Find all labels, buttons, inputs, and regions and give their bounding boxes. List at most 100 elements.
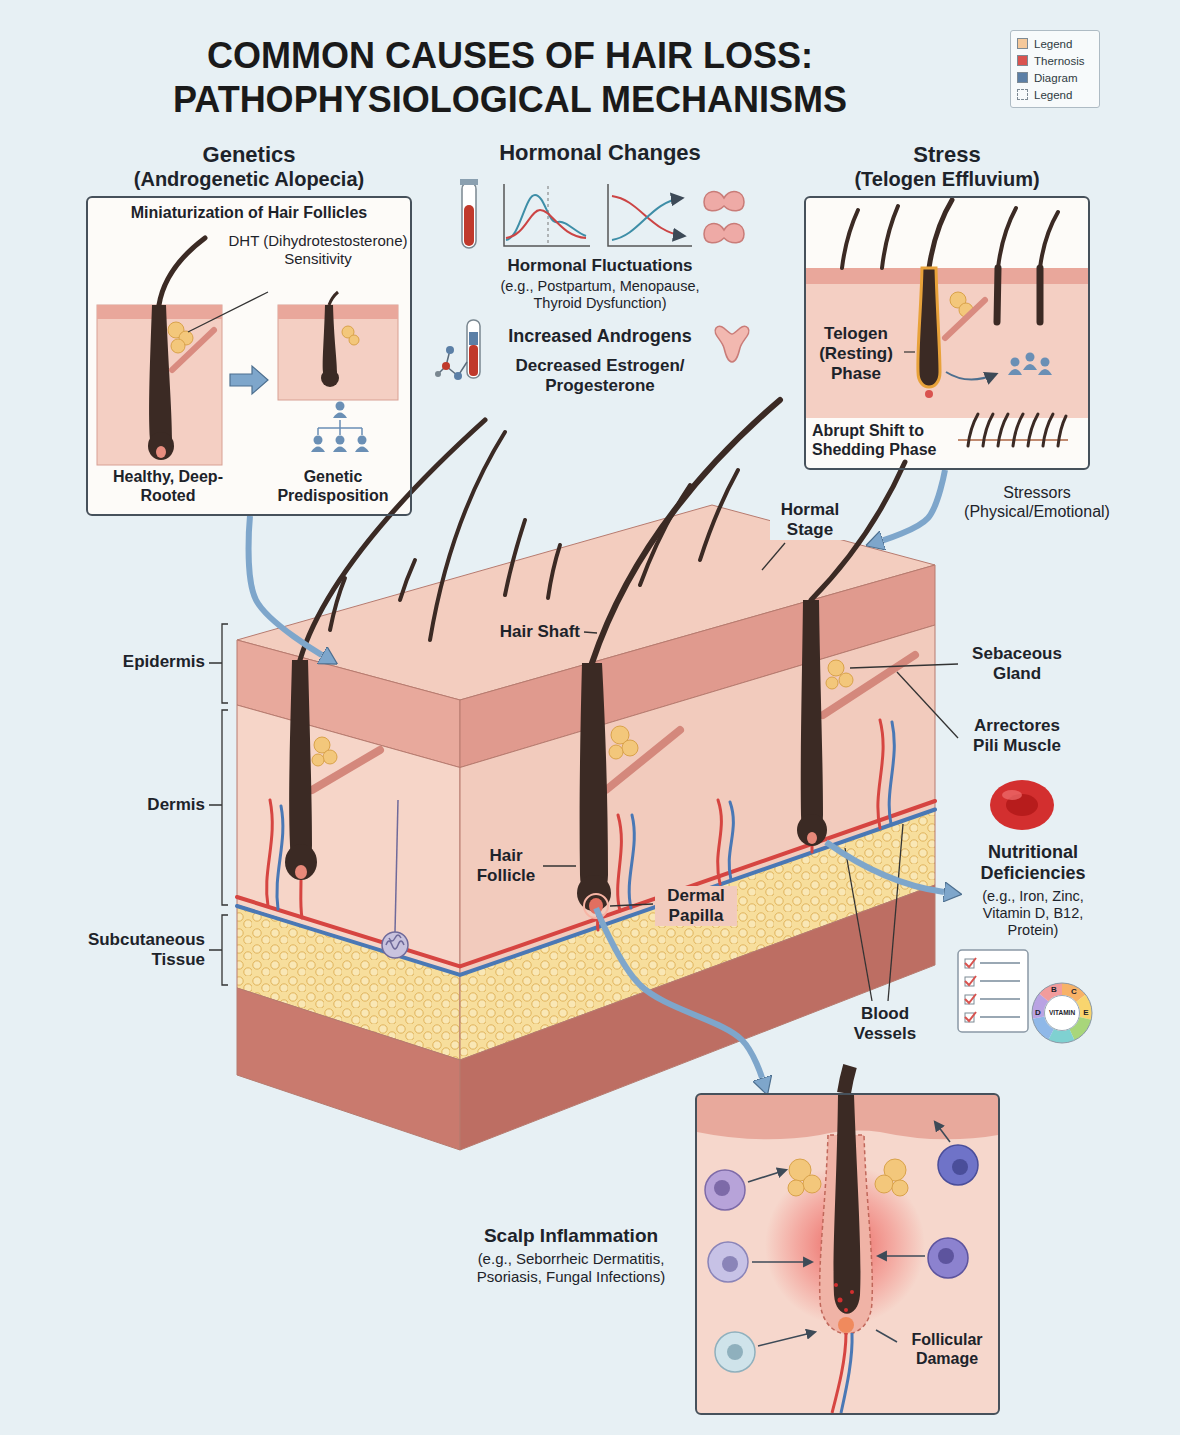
blood-vessel [277,806,283,909]
checklist-icon [965,994,976,1003]
hair-shaft [592,400,780,663]
inflammation-illustration [708,1242,748,1282]
vitamin-wheel [1038,989,1086,1037]
inflammation-illustration [878,1255,925,1257]
part-label: Hormal Stage [770,500,850,540]
hormone-graph-icon [506,210,586,238]
leader-line [762,543,785,570]
part-label: Arrectores Pili Muscle [962,716,1072,756]
checklist-icon [965,976,976,985]
telogen-illustration [929,200,952,268]
inflammation-illustration [876,1330,897,1342]
follicle-illustration [172,330,214,370]
inflammation-illustration [838,1317,854,1333]
hormone-graph-icon [548,186,549,246]
inflammation-illustration [834,1283,854,1312]
telogen-illustration [882,206,898,268]
checklist-icon [958,950,1028,1032]
family-tree-icon [355,447,369,453]
telogen-illustration [968,414,1066,446]
icon-letter: C [1069,987,1079,997]
cause-heading: Nutritional Deficiencies [963,842,1103,884]
skin-block [237,988,460,1150]
sweat-gland [382,800,408,958]
inflammation-illustration [938,1248,954,1264]
vitamin-wheel-center [1032,983,1092,1043]
arrector-pili-muscle [823,655,915,715]
layer-label: Dermis [90,795,205,815]
telogen-illustration [1041,358,1050,367]
legend-text: Legend [1034,38,1072,50]
follicle-illustration [349,335,359,345]
layer-label: Subcutaneous Tissue [55,930,205,970]
molecule-tube-icon [469,332,478,345]
inflammation-illustration [705,1170,745,1210]
legend-row: Thernosis [1017,52,1099,69]
telogen-illustration [1008,369,1022,375]
sebaceous-gland [609,745,623,759]
family-tree-icon [311,447,325,453]
hormone-graph-icon [506,195,586,240]
part-label: Hair Follicle [470,846,542,886]
thyroid-icon [704,192,744,211]
hormone-graph-icon [612,198,682,240]
sebaceous-gland [312,754,324,766]
uterus-icon [715,326,749,362]
inflammation-illustration [844,1066,850,1093]
hair-shaft [430,432,505,640]
hair-follicle [580,663,608,898]
blood-vessel [718,800,722,884]
inflammation-illustration [844,1308,848,1312]
inflammation-illustration [952,1159,968,1175]
molecule-tube-icon [438,350,467,376]
family-tree-icon [358,436,367,445]
telogen-illustration [1026,353,1035,362]
sebaceous-gland [323,750,337,764]
red-blood-cell [990,780,1054,830]
sweat-gland [382,932,408,958]
telogen-illustration [968,414,978,446]
molecule-tube-icon [442,362,450,370]
inflammation-illustration [722,1256,738,1272]
blood-vessel [629,815,634,908]
vitamin-wheel [1038,989,1086,1037]
molecule-tube-icon [467,320,480,378]
flow-arrow [596,908,762,1078]
example-note: (e.g., Iron, Zinc, Vitamin D, B12, Prote… [968,888,1098,939]
hair-follicle [285,600,827,918]
hair-follicle [289,660,312,870]
skin-block [237,505,935,1150]
checklist-icon [965,959,974,1022]
inflammation-illustration [748,1122,950,1346]
legend-row: Legend [1017,35,1099,52]
part-label: Dermal Papilla [655,886,737,926]
leader-line [584,632,597,633]
blood-vessel [267,800,273,906]
telogen-illustration [1011,358,1020,367]
layer-label: Epidermis [90,652,205,672]
nutrition-arrow [826,842,944,892]
telogen-illustration [806,268,1088,284]
inflammation-illustration [788,1180,804,1196]
telogen-illustration [1008,353,1052,376]
hair-shaft [640,485,690,585]
inflammation-illustration [850,1290,854,1294]
telogen-illustration [946,372,996,380]
molecule-tube-icon [454,372,462,380]
follicle-illustration [97,238,398,465]
cause-label: Stressors (Physical/Emotional) [952,484,1122,522]
panel-subheading: (Androgenetic Alopecia) [88,168,410,192]
legend-text: Thernosis [1034,55,1085,67]
blood-vessel [301,880,302,918]
flow-arrow [883,470,945,540]
inflammation-illustration [928,1238,968,1278]
part-label: Follicular Damage [900,1331,994,1369]
blood-vessel [889,722,894,824]
telogen-illustration [998,208,1016,268]
test-tube-icon [460,179,478,248]
sweat-gland [386,935,404,949]
follicle-illustration [148,432,174,460]
telogen-illustration [997,268,998,322]
leader-line [897,672,958,738]
